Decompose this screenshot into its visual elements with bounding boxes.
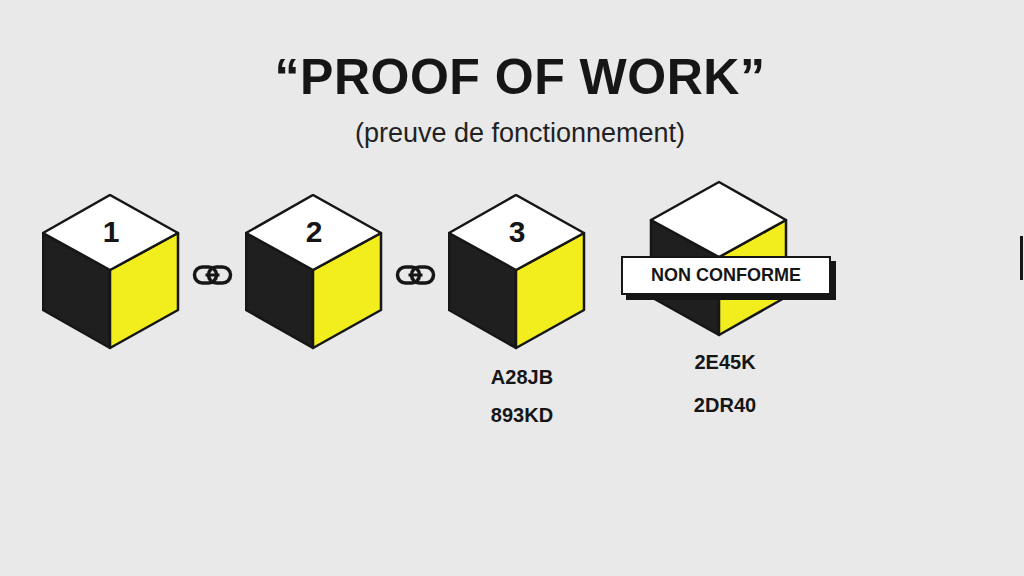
banner-text: NON CONFORME (651, 265, 801, 286)
block-cube: 3 (448, 194, 586, 350)
chain-ring (209, 267, 231, 283)
subtitle: (preuve de fonctionnement) (355, 118, 685, 149)
chain-bar (180, 274, 245, 277)
cube-top-face (651, 182, 786, 257)
hash-code: 893KD (491, 404, 553, 427)
title: “PROOF OF WORK” (275, 48, 766, 106)
status-banner: NON CONFORME (621, 256, 831, 295)
chain-ring (412, 267, 434, 283)
hash-code: A28JB (491, 366, 553, 389)
block-number: 3 (448, 214, 586, 250)
chain-link (180, 267, 245, 283)
edge-mark (1020, 236, 1023, 280)
hash-code: 2E45K (694, 351, 755, 374)
hash-code: 2DR40 (694, 394, 756, 417)
block-cube: 1 (42, 194, 180, 350)
chain-link (383, 267, 448, 283)
block-cube: 2 (245, 194, 383, 350)
block-number: 2 (245, 214, 383, 250)
chain-bar (383, 274, 448, 277)
block-number: 1 (42, 214, 180, 250)
